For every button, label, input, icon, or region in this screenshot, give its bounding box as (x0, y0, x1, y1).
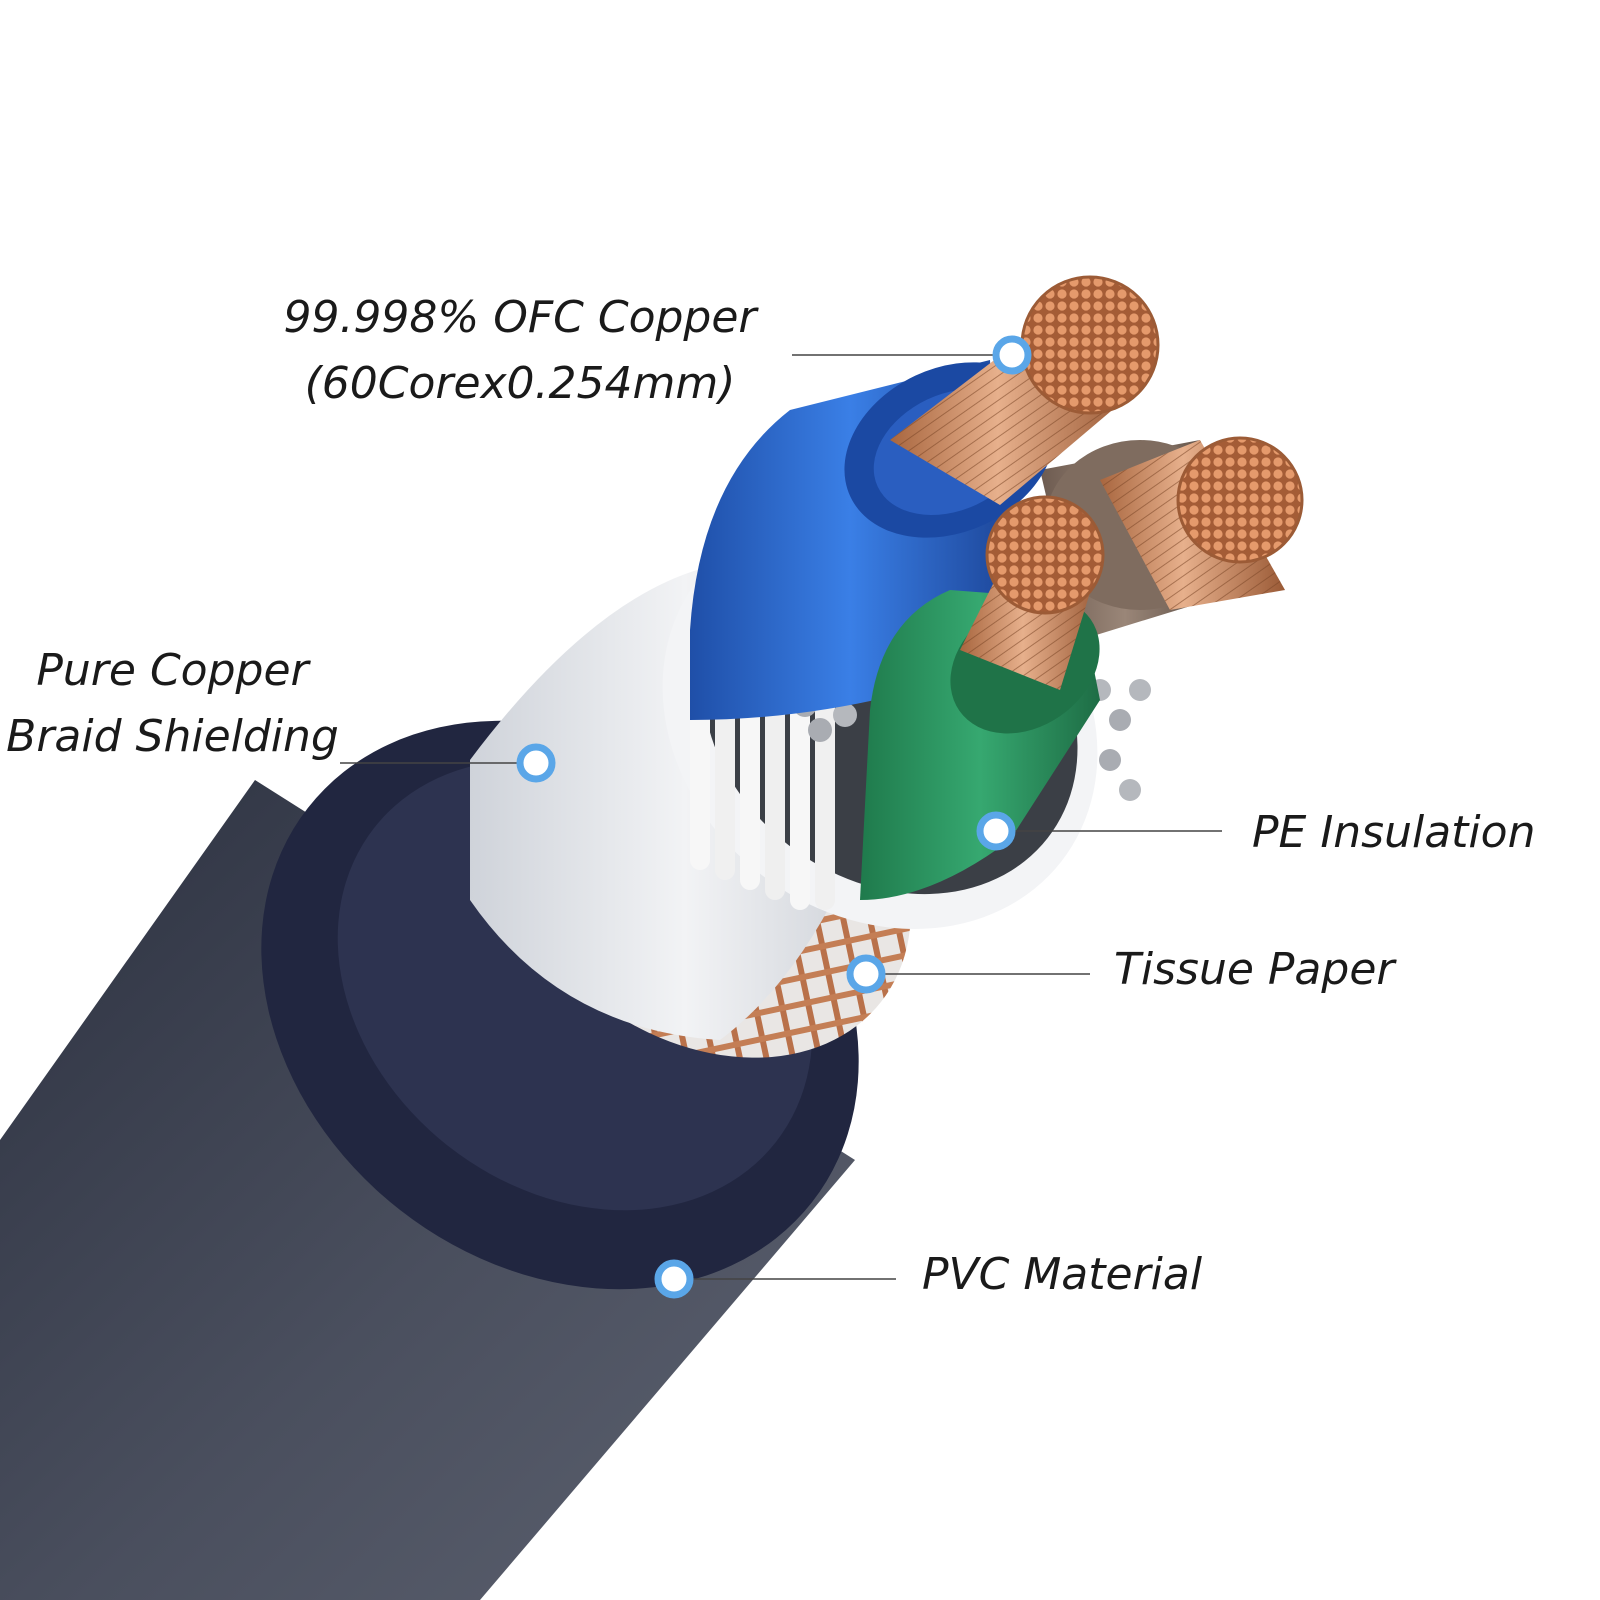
label-ofc-copper-line-1: 99.998% OFC Copper (283, 292, 757, 343)
green-conductor (860, 495, 1105, 900)
label-pe-insulation: PE Insulation (1252, 800, 1535, 866)
label-ofc-copper: 99.998% OFC Copper (60Corex0.254mm) (270, 285, 770, 417)
label-pvc-material: PVC Material (922, 1242, 1202, 1308)
callout-dot-icon[interactable] (516, 743, 556, 783)
label-pvc-material-line-1: PVC Material (922, 1249, 1203, 1300)
label-braid-shielding-line-2: Braid Shielding (6, 711, 339, 762)
callout-dot-icon[interactable] (976, 811, 1016, 851)
label-braid-shielding-line-1: Pure Copper (36, 645, 309, 696)
label-braid-shielding: Pure Copper Braid Shielding (0, 638, 345, 770)
callout-dot-icon[interactable] (992, 335, 1032, 375)
callout-dot-icon[interactable] (846, 954, 886, 994)
callout-markers (516, 335, 1032, 1299)
leader-lines (340, 354, 1222, 1280)
label-tissue-paper: Tissue Paper (1114, 937, 1394, 1003)
label-tissue-paper-line-1: Tissue Paper (1114, 944, 1395, 995)
label-ofc-copper-line-2: (60Corex0.254mm) (304, 358, 736, 409)
callout-dot-icon[interactable] (654, 1259, 694, 1299)
label-pe-insulation-line-1: PE Insulation (1252, 807, 1536, 858)
